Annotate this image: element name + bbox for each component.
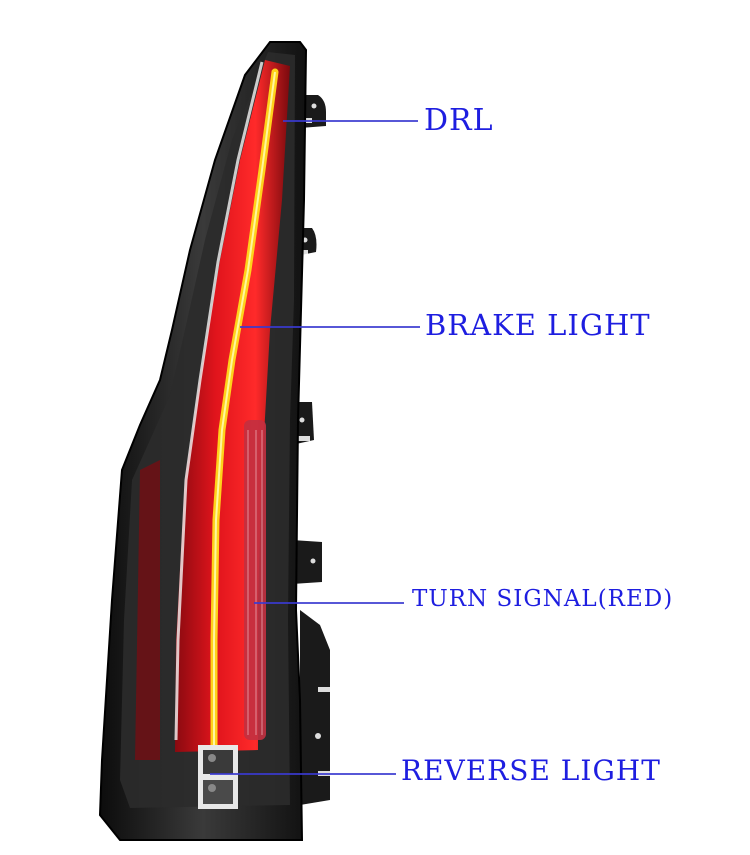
turn-signal-strip <box>244 420 266 740</box>
reverse-light-leader-line <box>210 773 396 775</box>
turn-signal-leader-line <box>254 602 404 604</box>
brake-light-label: BRAKE LIGHT <box>425 308 651 342</box>
drl-leader-line <box>283 120 418 122</box>
brake-light-leader-line <box>240 326 420 328</box>
reverse-light-label: REVERSE LIGHT <box>401 754 661 787</box>
brake-light-bar <box>175 60 290 752</box>
turn-signal-label: TURN SIGNAL(RED) <box>412 586 674 612</box>
reverse-light-modules <box>198 745 238 809</box>
drl-label: DRL <box>424 103 494 138</box>
